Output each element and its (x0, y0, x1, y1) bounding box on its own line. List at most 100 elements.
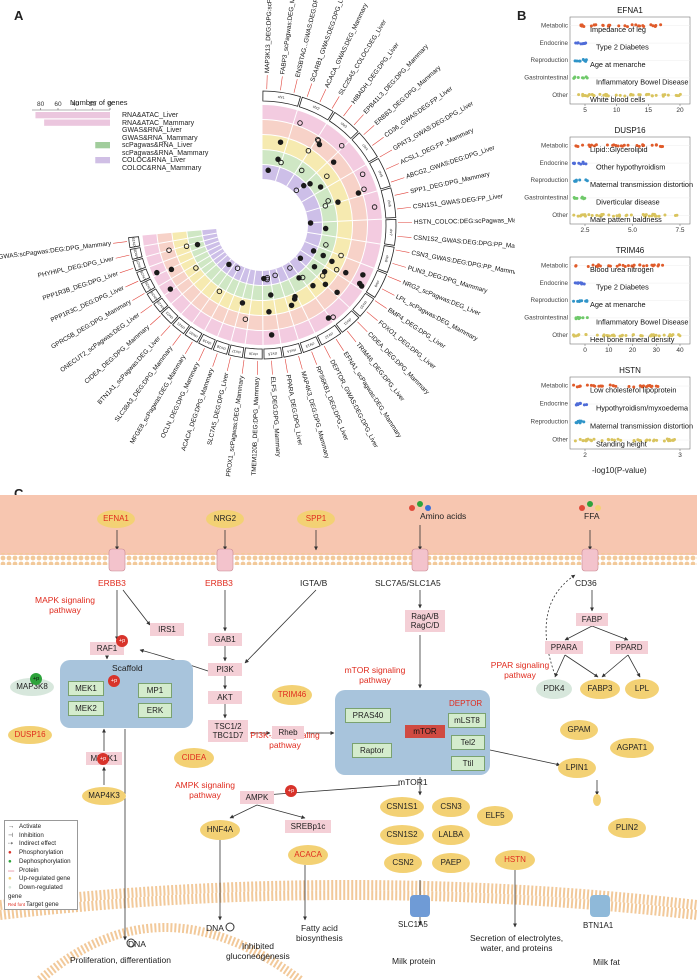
legend-swatch: ● (8, 883, 12, 891)
phewas-point (638, 263, 642, 267)
phewas-annotation: Age at menarche (590, 300, 646, 309)
phewas-tick-label: 3 (678, 452, 682, 459)
phewas-category: Reproduction (531, 419, 569, 426)
node-srebp1c: SREBp1c (285, 820, 331, 834)
receptor-shape (411, 548, 429, 572)
mtor1-label: mTOR1 (398, 777, 428, 787)
phewas-point (590, 143, 594, 147)
circos-point (338, 142, 345, 149)
chromosome-label: chr13 (305, 341, 315, 348)
legend-swatch: ▬ (8, 866, 15, 874)
chromosome-chr11 (335, 310, 360, 333)
receptor-shape (108, 548, 126, 572)
pathway-arrow (122, 589, 151, 626)
track-separator (295, 256, 351, 309)
phewas-point (657, 214, 661, 218)
chromosome-chr13 (299, 336, 321, 353)
phewas-point (650, 94, 654, 98)
track-separator (275, 268, 300, 341)
chromosome-chr6 (380, 187, 397, 219)
panel-c-letter: C (14, 486, 24, 501)
ligand-efna1: EFNA1 (97, 510, 135, 528)
phewas-point (585, 299, 589, 303)
phewas-tick-label: 20 (676, 107, 684, 114)
phewas-point (574, 264, 578, 268)
phewas-point (616, 437, 620, 441)
legend-label: Phosphorylation (19, 849, 64, 857)
node-lpl: LPL (625, 679, 659, 699)
gene-label-tick (331, 96, 340, 109)
gene-label-tick (379, 149, 393, 158)
phewas-annotation: Standing height (596, 440, 647, 449)
phewas-point (627, 384, 631, 388)
circos-point (317, 184, 324, 190)
node-tel2: Tel2 (451, 735, 485, 751)
chromosome-chr10 (352, 292, 375, 317)
phewas-point (637, 93, 641, 97)
bar-tick-label: 20 (89, 101, 97, 108)
legend-item: ⇢Indirect effect (8, 840, 74, 849)
node-cidea: CIDEA (174, 748, 214, 768)
legend-label: Dephosphorylation (19, 857, 71, 865)
gene-label-tick (271, 360, 273, 375)
phewas-point (654, 24, 658, 28)
phewas-point (662, 333, 666, 337)
phewas-point (592, 384, 596, 388)
receptor-label: IGTA/B (300, 578, 328, 588)
gene-label-tick (132, 293, 145, 301)
phewas-point (594, 143, 598, 147)
arrow-pi3k-raf1 (139, 648, 209, 672)
node-fabp: FABP (576, 613, 608, 627)
slc1a5-label: SLC1A5 (398, 920, 428, 929)
phewas-point (647, 214, 651, 218)
phewas-point (592, 23, 596, 27)
circos-point (292, 293, 298, 300)
dna-circle-2 (225, 922, 235, 932)
circos-point (305, 147, 312, 154)
circos-point (298, 167, 305, 174)
phewas-point (587, 213, 591, 217)
chromosome-label: chr28 (133, 249, 139, 259)
phewas-point (663, 213, 667, 217)
phewas-tick-label: 40 (676, 347, 684, 354)
circos-point (371, 204, 378, 210)
phewas-point (616, 144, 620, 148)
pathway-arrow (564, 654, 599, 678)
node-plin2: PLIN2 (608, 818, 646, 838)
node-ppard: PPARD (610, 641, 648, 655)
phewas-point (652, 438, 656, 442)
chromosome-chr23 (153, 297, 169, 313)
chromosome-label: chr23 (156, 300, 165, 310)
output-milk-protein: Milk protein (392, 956, 436, 966)
pathway-mapk: MAPK signaling pathway (34, 595, 95, 615)
chromosome-chr20 (184, 325, 203, 343)
phewas-point (607, 213, 611, 217)
receptor-label: CD36 (575, 578, 597, 588)
gene-label-tick (160, 325, 171, 336)
phewas-point (583, 59, 587, 63)
pathway-ppar: PPAR signaling pathway (490, 660, 550, 680)
phewas-point (572, 196, 576, 200)
track-separator (163, 251, 225, 297)
track-separator (230, 269, 251, 343)
chromosome-chr3 (328, 111, 359, 140)
phewas-point (623, 24, 627, 28)
phewas-title: DUSP16 (614, 126, 646, 135)
pathway-mtor: mTOR signaling pathway (344, 665, 406, 685)
chromosome-label: chr6 (387, 200, 392, 208)
dna-circle (126, 938, 136, 948)
phewas-point (649, 385, 653, 389)
pathway-arrow (244, 589, 317, 664)
node-ttil: Ttil (451, 756, 485, 772)
chromosome-chr16 (243, 347, 263, 360)
bar-category-label: scPagwas&RNA_Mammary (122, 149, 209, 157)
node-mek2: MEK2 (68, 701, 104, 717)
bar-category-label: COLOC&RNA_Liver (122, 157, 186, 164)
phewas-point (607, 23, 611, 27)
phewas-point (671, 438, 675, 442)
pathway-arrow (229, 804, 258, 819)
track-separator (216, 267, 246, 338)
gene-label-tick (119, 268, 134, 274)
phewas-point (622, 143, 626, 147)
